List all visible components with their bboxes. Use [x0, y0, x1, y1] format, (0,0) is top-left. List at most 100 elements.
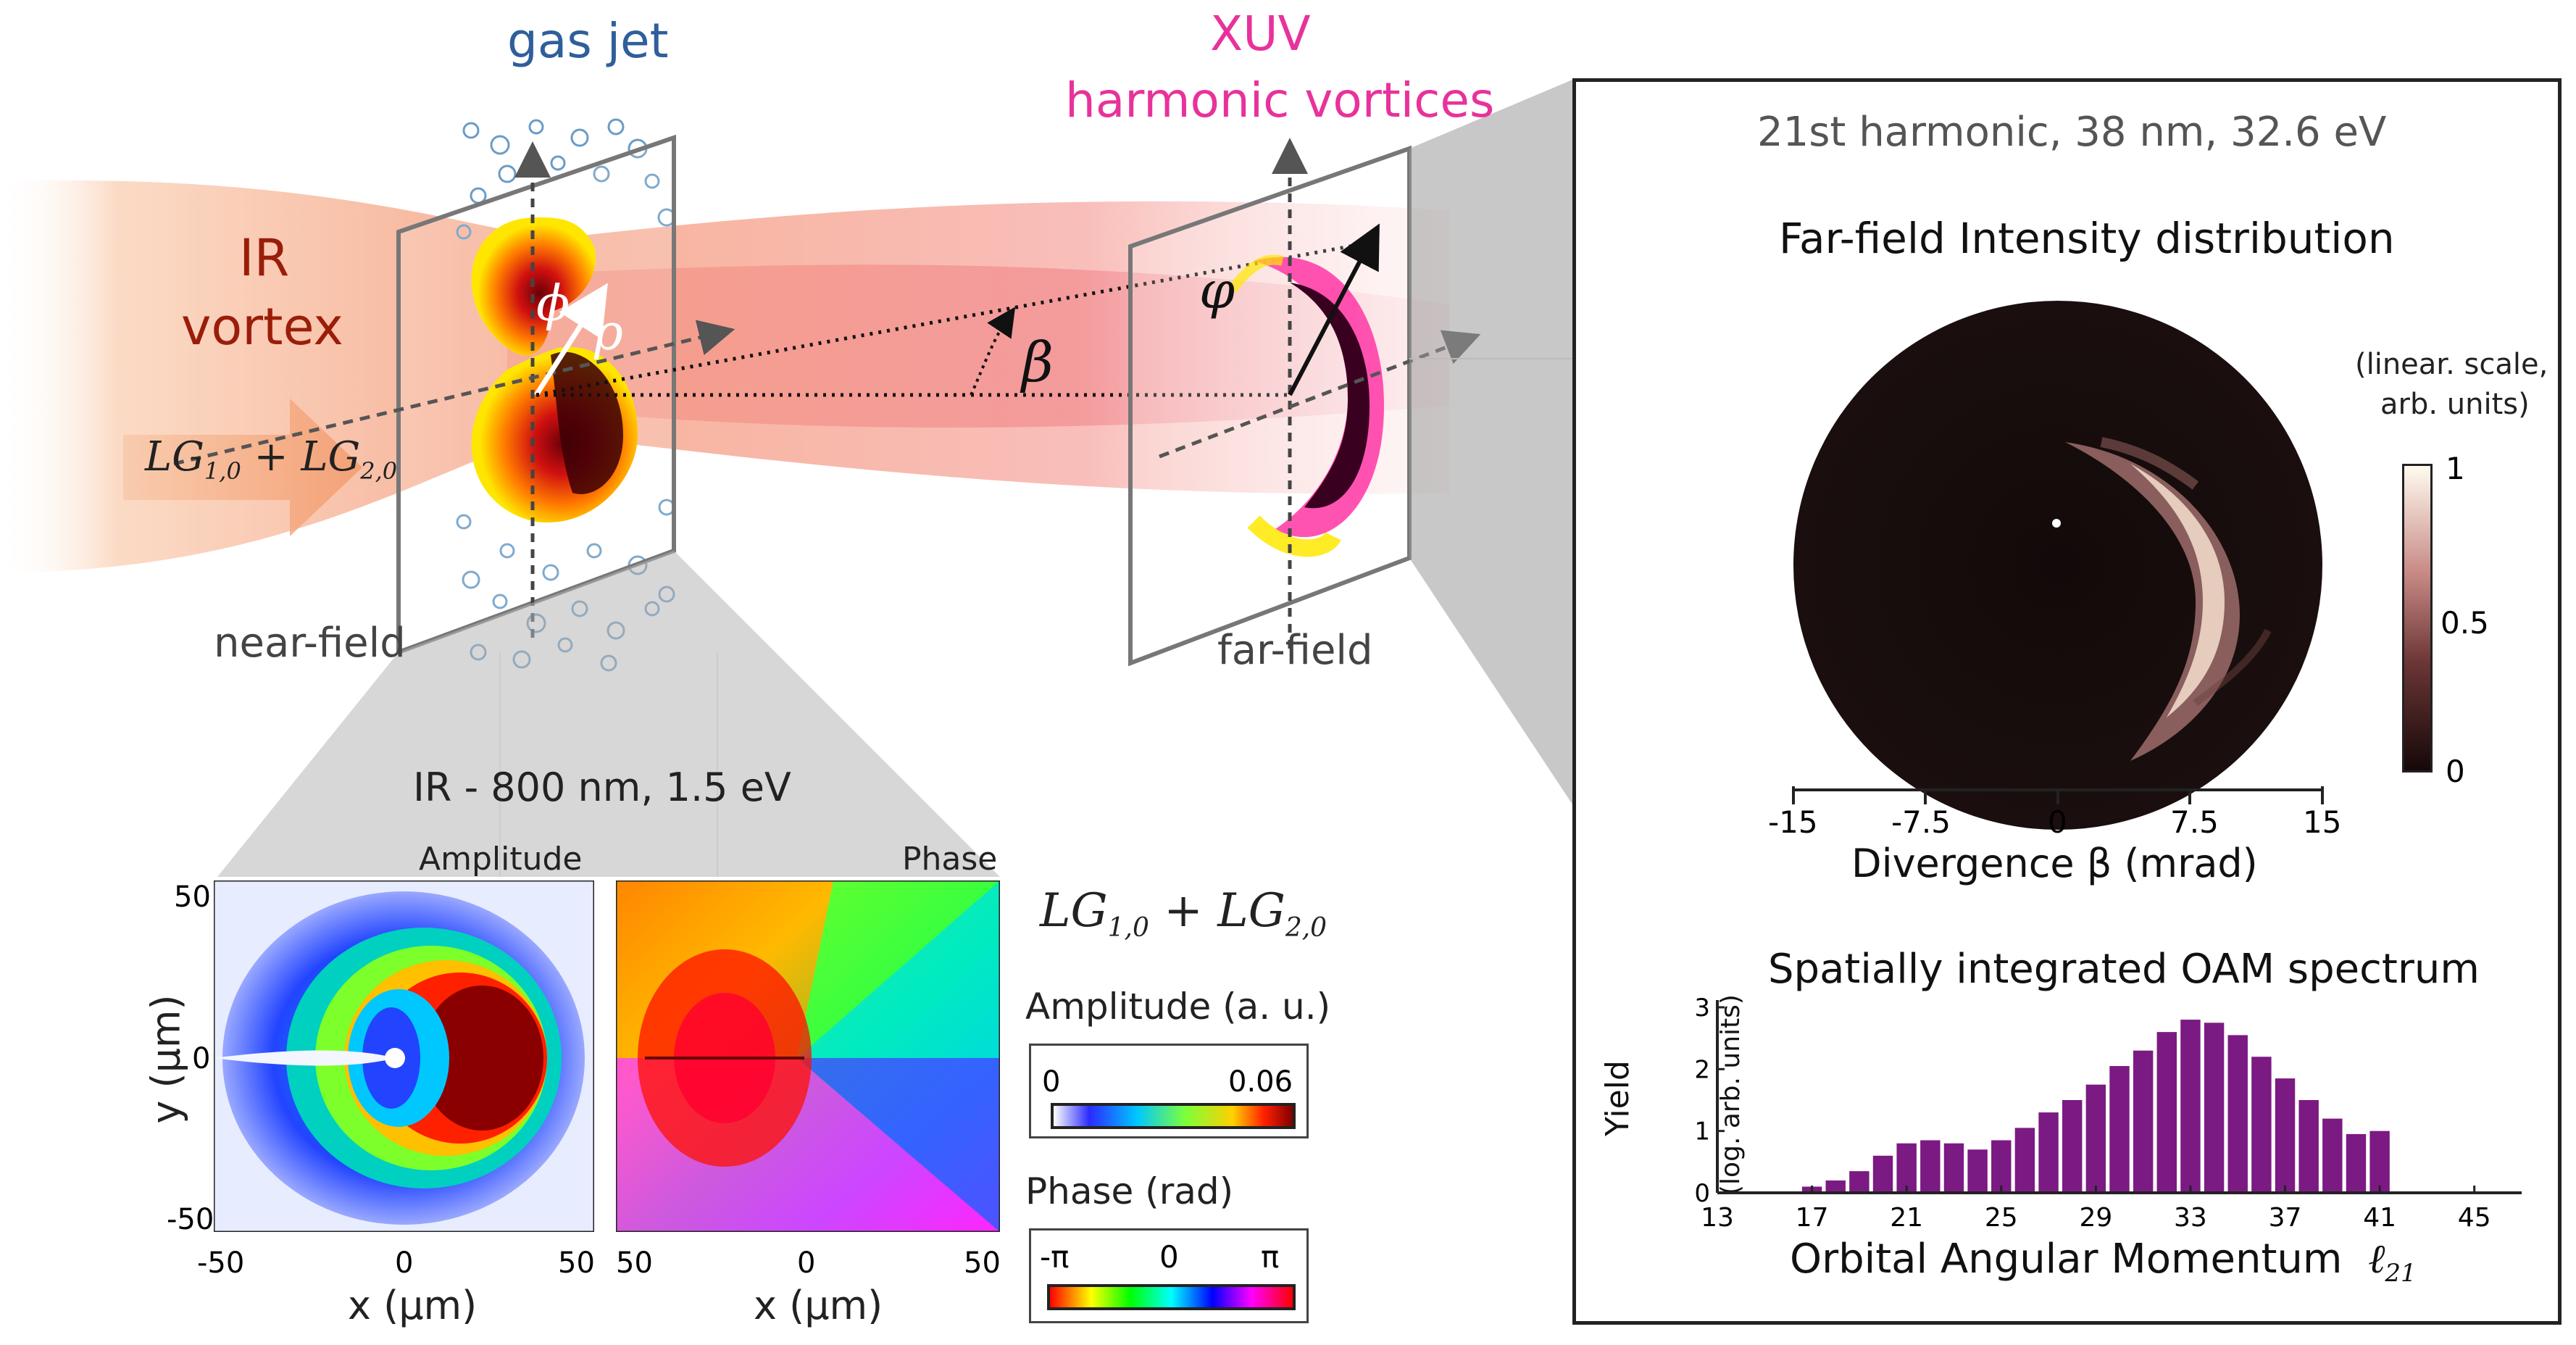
varphi-symbol: φ — [1199, 261, 1235, 320]
oam-ylabel-1: Yield — [1598, 1060, 1636, 1136]
oam-bar — [2038, 1112, 2059, 1193]
colorbar-tick-1: 1 — [2446, 451, 2465, 486]
oam-bar — [2062, 1100, 2083, 1193]
oam-bar — [1991, 1140, 2012, 1193]
near-horizontal-axis — [173, 320, 735, 466]
oam-x-tick-label: 41 — [2363, 1203, 2396, 1232]
vortex-label: vortex — [181, 297, 343, 357]
ir-x-label-right: x (µm) — [754, 1283, 883, 1328]
oam-x-tick-label: 29 — [2079, 1203, 2112, 1232]
oam-x-tick-label: 45 — [2458, 1203, 2491, 1232]
phase-legend-title: Phase (rad) — [1025, 1170, 1234, 1212]
oam-x-tick-label: 21 — [1890, 1203, 1923, 1232]
ir-label: IR — [239, 228, 290, 288]
rho-symbol: ρ — [594, 304, 623, 362]
oam-title: Spatially integrated OAM spectrum — [1768, 946, 2480, 993]
ir-y-tick-top: 50 — [174, 880, 211, 914]
oam-bar — [2298, 1100, 2319, 1193]
ir-x-tick-left-0: -50 — [197, 1246, 245, 1280]
divergence-axis — [1792, 786, 2324, 804]
gas-jet-label: gas jet — [507, 13, 669, 69]
oam-bar — [2180, 1020, 2201, 1193]
oam-bar — [2204, 1023, 2225, 1193]
oam-x-tick-label: 17 — [1796, 1203, 1829, 1232]
intensity-colorbar — [2402, 464, 2433, 773]
ir-y-tick-bottom: -50 — [167, 1203, 214, 1236]
oam-bar — [2227, 1035, 2248, 1193]
oam-xlabel: Orbital Angular Momentum ℓ21 — [1790, 1236, 2417, 1288]
phase-map — [616, 880, 1000, 1232]
near-field-zoom-projection — [217, 551, 1000, 877]
oam-bar — [2322, 1118, 2343, 1193]
rho-vector — [534, 283, 608, 396]
amplitude-map-title: Amplitude — [419, 841, 583, 878]
far-field-label: far-field — [1217, 627, 1373, 674]
harmonic-header: 21st harmonic, 38 nm, 32.6 eV — [1757, 109, 2387, 156]
ir-y-tick-mid: 0 — [192, 1042, 211, 1075]
phase-legend-max: π — [1261, 1239, 1280, 1275]
varphi-vector — [1288, 223, 1380, 396]
oam-bar — [2275, 1078, 2296, 1193]
ir-x-tick-right-2: 50 — [964, 1246, 1001, 1280]
oam-x-tick-label: 37 — [2269, 1203, 2302, 1232]
oam-bar — [2085, 1084, 2106, 1193]
near-field-label: near-field — [214, 620, 406, 667]
divergence-line — [535, 241, 1370, 397]
oam-bar — [2369, 1130, 2390, 1193]
div-tick-1: -7.5 — [1891, 804, 1951, 840]
phase-legend-box — [1029, 1228, 1309, 1323]
xuv-far-field-arc — [1227, 254, 1384, 557]
lg-input-arrow — [123, 399, 362, 536]
oam-bar — [2014, 1128, 2035, 1193]
phi-symbol: ϕ — [536, 275, 570, 333]
oam-bar-chart: 3 21 0 13 17 21 25 29 33 37 41 45 — [1696, 994, 2522, 1232]
amplitude-colorbar — [1051, 1103, 1296, 1129]
amplitude-map — [214, 880, 594, 1232]
beta-arc — [970, 307, 1016, 396]
div-tick-3: 7.5 — [2170, 804, 2219, 840]
oam-bar — [1967, 1149, 1988, 1193]
oam-bar — [1943, 1143, 1964, 1193]
ir-beam — [0, 180, 1449, 572]
oam-y-tick-label: 3 — [1696, 994, 1710, 1023]
oam-bar — [1825, 1180, 1846, 1193]
ir-x-tick-left-1: 0 — [395, 1246, 414, 1280]
oam-bar — [2133, 1050, 2154, 1193]
oam-bar — [1920, 1140, 1941, 1193]
far-field-zoom-projection — [1409, 80, 1572, 804]
div-tick-4: 15 — [2303, 804, 2342, 840]
oam-y-tick-label: 0 — [1696, 1179, 1710, 1208]
oam-y-tick-label: 1 — [1696, 1117, 1710, 1146]
div-tick-0: -15 — [1768, 804, 1818, 840]
div-tick-2: 0 — [2048, 804, 2067, 840]
phase-map-title: Phase — [902, 841, 998, 878]
harmonic-vortices-label: harmonic vortices — [1065, 72, 1495, 128]
lg-input-label: LG1,0 + LG2,0 — [145, 433, 398, 486]
oam-x-ticks: 13 17 21 25 29 33 37 41 45 — [1701, 1186, 2491, 1232]
divergence-label: Divergence β (mrad) — [1851, 841, 2258, 886]
ir-x-tick-left-2: 50 — [558, 1246, 595, 1280]
farfield-title: Far-field Intensity distribution — [1779, 214, 2395, 263]
phase-colorbar — [1047, 1284, 1296, 1310]
amplitude-legend-title: Amplitude (a. u.) — [1025, 986, 1331, 1028]
ir-x-tick-right-0: 50 — [616, 1246, 653, 1280]
colorbar-label-2: arb. units) — [2380, 388, 2530, 421]
amplitude-legend-box — [1029, 1044, 1309, 1138]
ir-x-tick-right-1: 0 — [797, 1246, 816, 1280]
ir-x-label-left: x (µm) — [348, 1283, 478, 1328]
ir-y-label: y (µm) — [143, 994, 189, 1124]
oam-x-tick-label: 13 — [1701, 1203, 1734, 1232]
oam-bar — [1849, 1171, 1870, 1193]
phase-legend-mid: 0 — [1159, 1239, 1179, 1275]
colorbar-tick-05: 0.5 — [2440, 605, 2489, 641]
farfield-intensity-map — [1793, 301, 2322, 830]
ir-panel-title: IR - 800 nm, 1.5 eV — [413, 765, 791, 810]
oam-bar — [2346, 1133, 2367, 1193]
amplitude-legend-min: 0 — [1042, 1065, 1061, 1099]
oam-bar — [1896, 1143, 1917, 1193]
oam-x-tick-label: 25 — [1985, 1203, 2018, 1232]
oam-x-tick-label: 33 — [2174, 1203, 2207, 1232]
colorbar-tick-0: 0 — [2446, 754, 2465, 789]
oam-bars — [1801, 1020, 2390, 1193]
